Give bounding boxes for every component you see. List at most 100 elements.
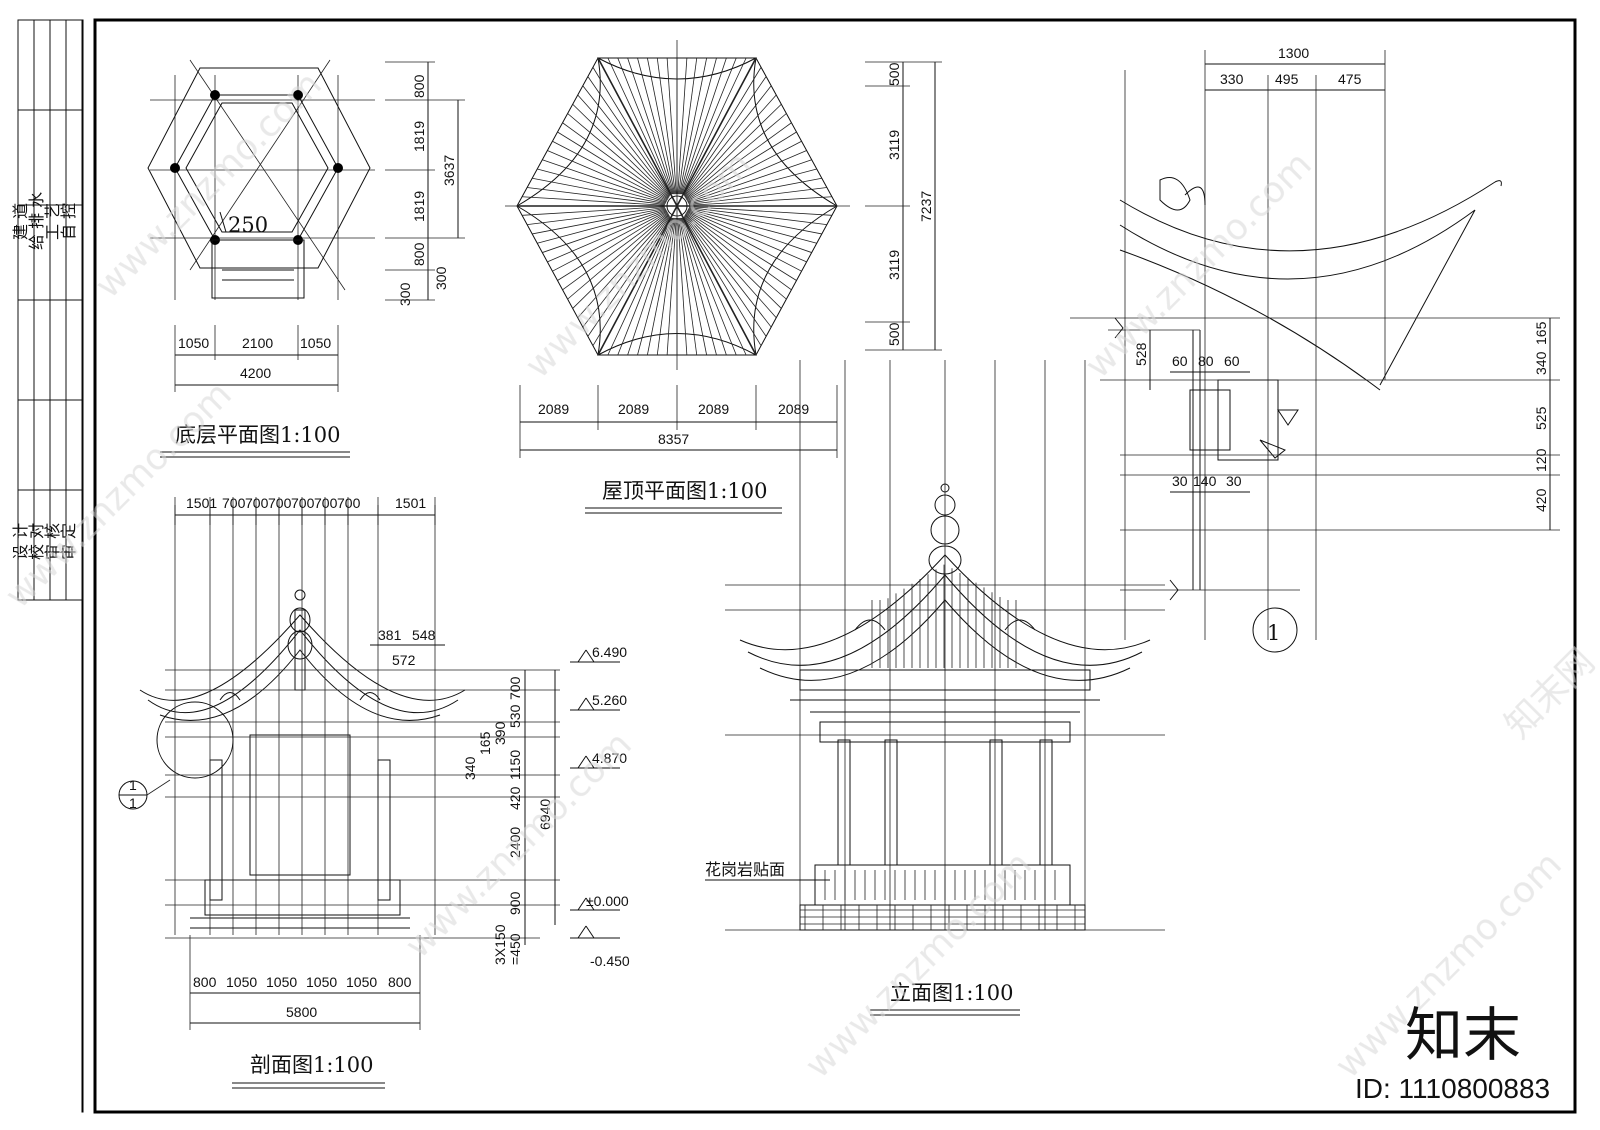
- gp-dim-b0: 1050: [178, 335, 209, 351]
- sec-b-0: 800: [193, 974, 217, 990]
- rp-dim-b0: 2089: [538, 401, 569, 417]
- sec-top-3: 700: [268, 495, 292, 511]
- dt-dim-t1: 495: [1275, 71, 1299, 87]
- level-4: -0.450: [590, 953, 630, 969]
- title-block: 建 道 给 排 水 工 艺 自 控 设 计 校 对 审 核 审 定: [11, 19, 83, 601]
- detail-circle-number: 1: [1267, 621, 1280, 645]
- watermark-brand-1: 知末网: [1497, 641, 1600, 746]
- sec-tr-1: 548: [412, 627, 436, 643]
- sec-top-7: 1501: [395, 495, 426, 511]
- dt-dim-bt2: 30: [1226, 473, 1242, 489]
- dt-dim-m0: 528: [1133, 342, 1149, 366]
- rp-dim-r0: 500: [886, 62, 902, 86]
- sec-b-4: 1050: [346, 974, 377, 990]
- sec-v-6: 420: [507, 786, 523, 810]
- tb-col2-top: 给 排 水: [27, 192, 46, 250]
- tb-col1-top: 建 道: [11, 203, 30, 240]
- dt-dim-m2: 80: [1198, 353, 1214, 369]
- sec-v-7: 2400: [507, 827, 523, 858]
- gp-dim-r3: 800: [411, 242, 427, 266]
- rp-dim-total: 8357: [658, 431, 689, 447]
- sec-b-3: 1050: [306, 974, 337, 990]
- tb-col2-bottom: 校 对: [27, 523, 46, 560]
- rp-dim-rtotal: 7237: [918, 191, 934, 222]
- section-drawing: 1501 700 700 700 700 700 700 1501 1 1: [118, 495, 630, 1089]
- gp-dim-rtotal: 3637: [441, 155, 457, 186]
- sec-top-5: 700: [314, 495, 338, 511]
- dt-dim-total: 1300: [1278, 45, 1309, 61]
- sec-v-total: 6940: [537, 799, 553, 830]
- dt-dim-r3: 120: [1533, 448, 1549, 472]
- watermark-url-6: www.znzmo.com: [797, 844, 1039, 1086]
- level-2: 4.870: [592, 750, 627, 766]
- dt-dim-r0: 165: [1533, 321, 1549, 345]
- gp-dim-r2: 1819: [411, 191, 427, 222]
- dt-dim-r1: 340: [1533, 351, 1549, 375]
- sec-foot: 3X150: [492, 924, 508, 965]
- sec-tr-0: 381: [378, 627, 402, 643]
- radius-label: 250: [228, 213, 268, 237]
- sec-top-4: 700: [291, 495, 315, 511]
- gp-dim-total: 4200: [240, 365, 271, 381]
- sec-tr-sub: 572: [392, 652, 416, 668]
- dt-dim-t0: 330: [1220, 71, 1244, 87]
- sec-top-0: 1501: [186, 495, 217, 511]
- ground-plan-title: 底层平面图1:100: [175, 423, 341, 447]
- sec-v-2: 390: [492, 721, 508, 745]
- gp-dim-r0: 800: [411, 74, 427, 98]
- section-detail-ref-top: 1: [129, 777, 137, 793]
- sec-top-1: 700: [222, 495, 246, 511]
- granite-label: 花岗岩贴面: [705, 860, 785, 879]
- rp-dim-r3: 500: [886, 322, 902, 346]
- sec-v-4: 340: [462, 756, 478, 780]
- drawing-frame: [93, 18, 1577, 1114]
- gp-dim-b1: 2100: [242, 335, 273, 351]
- gp-dim-rextra: 300: [433, 266, 449, 290]
- sec-foot2: =450: [507, 933, 523, 965]
- watermark-logo: 知末: [1405, 1003, 1521, 1068]
- dt-dim-m3: 60: [1224, 353, 1240, 369]
- level-1: 5.260: [592, 692, 627, 708]
- tb-col3-top: 工 艺: [43, 203, 62, 240]
- sec-b-2: 1050: [266, 974, 297, 990]
- sec-b-total: 5800: [286, 1004, 317, 1020]
- sec-v-5: 1150: [507, 750, 523, 780]
- sec-v-0: 700: [507, 676, 523, 700]
- dt-dim-r2: 525: [1533, 406, 1549, 430]
- tb-col4-bottom: 审 定: [59, 523, 78, 560]
- dt-dim-bt1: 140: [1193, 473, 1217, 489]
- ground-plan: 250 1050 2100 1050 4200 800 1819 1819 80…: [147, 59, 465, 458]
- tb-col1-bottom: 设 计: [11, 523, 30, 560]
- sec-v-1: 530: [507, 704, 523, 728]
- roof-plan: 2089 2089 2089 2089 8357 500 3119 3119 5…: [505, 40, 942, 514]
- sec-b-5: 800: [388, 974, 412, 990]
- rp-dim-b2: 2089: [698, 401, 729, 417]
- tb-col4-top: 自 控: [59, 203, 78, 240]
- detail-1: 1300 330 495 475 528 60 80 60 30 140 30: [1070, 45, 1560, 653]
- gp-dim-r4: 300: [397, 282, 413, 306]
- section-title: 剖面图1:100: [250, 1053, 374, 1077]
- dt-dim-m1: 60: [1172, 353, 1188, 369]
- rp-dim-b3: 2089: [778, 401, 809, 417]
- gp-dim-r1: 1819: [411, 121, 427, 152]
- dt-dim-t2: 475: [1338, 71, 1362, 87]
- rp-dim-r1: 3119: [886, 130, 902, 160]
- dt-dim-bt0: 30: [1172, 473, 1188, 489]
- level-3: ±0.000: [586, 893, 629, 909]
- sec-v-8: 900: [507, 891, 523, 915]
- rp-dim-b1: 2089: [618, 401, 649, 417]
- tb-col3-bottom: 审 核: [43, 523, 62, 560]
- sec-top-2: 700: [245, 495, 269, 511]
- sec-top-6: 700: [337, 495, 361, 511]
- level-0: 6.490: [592, 644, 627, 660]
- roof-plan-title: 屋顶平面图1:100: [602, 479, 768, 503]
- gp-dim-b2: 1050: [300, 335, 331, 351]
- sec-b-1: 1050: [226, 974, 257, 990]
- rp-dim-r2: 3119: [886, 250, 902, 280]
- section-detail-ref-bottom: 1: [129, 795, 137, 811]
- elevation-drawing: 花岗岩贴面 立面图1:100: [705, 360, 1165, 1016]
- sec-v-3: 165: [477, 731, 493, 755]
- elevation-title: 立面图1:100: [890, 981, 1014, 1005]
- watermark-url-3: www.znzmo.com: [1077, 144, 1319, 386]
